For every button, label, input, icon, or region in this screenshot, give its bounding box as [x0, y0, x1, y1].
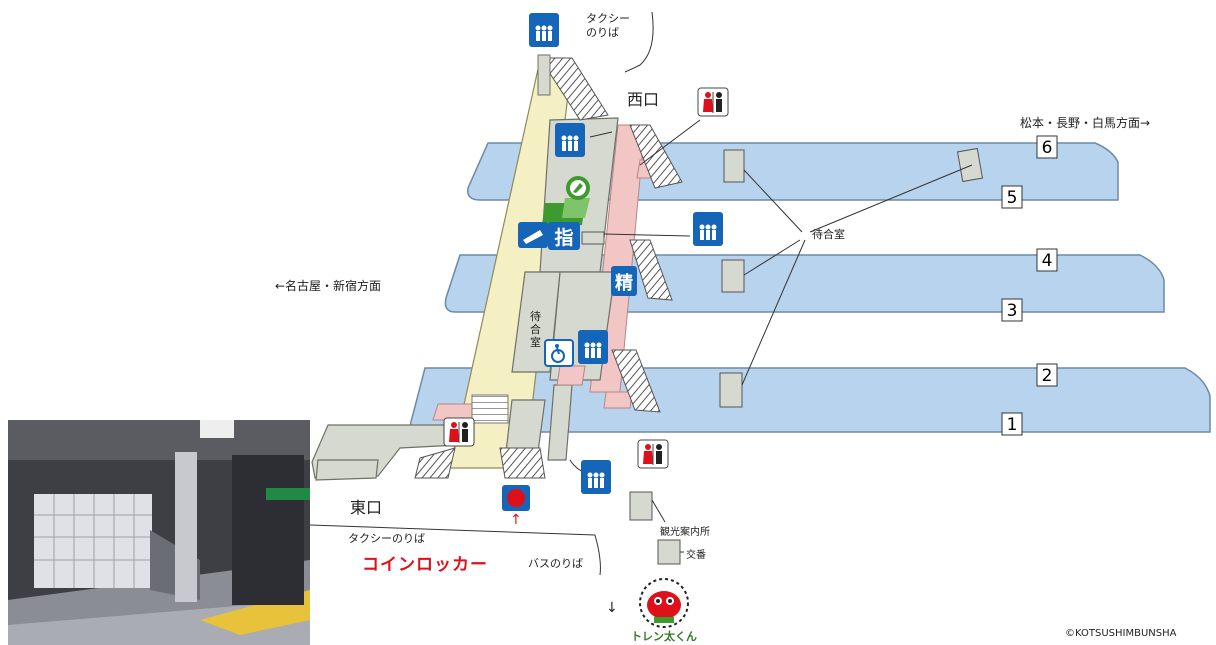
copyright-label: ©KOTSUSHIMBUNSHA — [1065, 628, 1177, 639]
tourist-info-label: 観光案内所 — [660, 527, 710, 538]
platform-number-4: 4 — [1036, 248, 1058, 272]
elevator-icon — [581, 460, 611, 494]
platform-number-3: 3 — [1001, 298, 1023, 322]
direction-matsumoto: 松本・長野・白馬方面→ — [1020, 116, 1151, 130]
reserved-seat-label: 指 — [554, 227, 573, 249]
platform-structures — [581, 147, 984, 565]
waiting-room-vertical-label: 待合室 — [530, 310, 541, 349]
svg-text:4: 4 — [1042, 251, 1053, 271]
wheelchair-icon — [544, 339, 574, 367]
coin-locker-arrow: ↑ — [510, 512, 522, 528]
fare-adjustment-icon — [611, 266, 637, 296]
taxi-stand-label: タクシー のりば — [586, 12, 630, 39]
direction-nagoya: ←名古屋・新宿方面 — [275, 279, 382, 293]
restroom-icon — [443, 417, 475, 447]
elevator-icon — [555, 123, 585, 157]
stairs — [414, 54, 683, 479]
elevator-icon — [529, 13, 559, 47]
koban-label: 交番 — [686, 550, 706, 561]
fare-adjustment-label: 精 — [615, 272, 633, 294]
bus-stop-label: バスのりば — [528, 557, 583, 570]
svg-text:6: 6 — [1042, 138, 1053, 158]
down-arrow: ↓ — [606, 600, 618, 616]
green-window-icon — [566, 176, 590, 200]
platform-number-2: 2 — [1036, 363, 1058, 387]
waiting-room-label: 待合室 — [812, 228, 845, 241]
east-exit-label: 東口 — [350, 498, 383, 517]
platform-number-5: 5 — [1001, 185, 1023, 209]
west-exit-label: 西口 — [627, 90, 660, 109]
coin-locker-marker — [502, 485, 530, 511]
coin-locker-label: コインロッカー — [362, 555, 488, 575]
restroom-icon — [697, 87, 729, 117]
svg-text:1: 1 — [1007, 415, 1018, 435]
svg-text:3: 3 — [1007, 301, 1018, 321]
platform-number-6: 6 — [1036, 135, 1058, 159]
svg-text:5: 5 — [1007, 188, 1018, 208]
restroom-icon — [637, 439, 669, 469]
platform-number-1: 1 — [1001, 412, 1023, 436]
reserved-seat-ticket-icon — [548, 222, 580, 250]
elevator-icon — [693, 212, 723, 246]
svg-text:2: 2 — [1042, 366, 1053, 386]
mascot-label: トレン太くん — [631, 629, 697, 643]
taxi-bottom-label: タクシーのりば — [348, 532, 425, 545]
mascot-train-kun — [639, 578, 689, 628]
station-photo — [8, 420, 310, 645]
elevator-icon — [578, 330, 608, 364]
ticket-office-icon — [518, 222, 548, 248]
